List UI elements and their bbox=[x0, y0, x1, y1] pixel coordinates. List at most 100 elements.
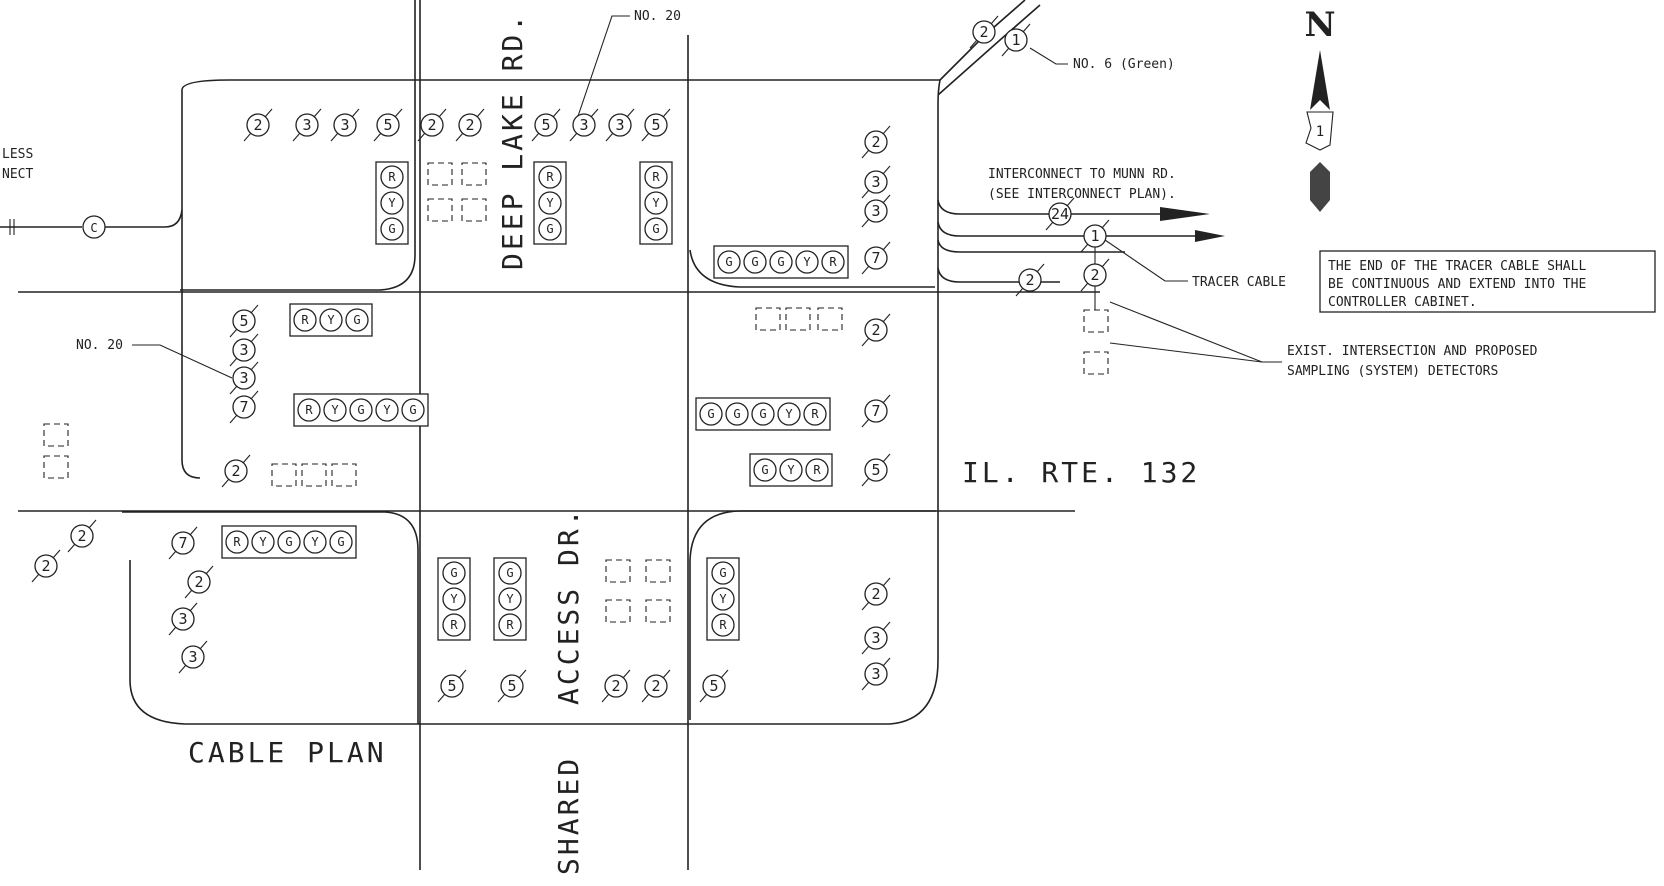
signal-head-s-5a: GYR bbox=[437, 557, 471, 641]
label-interconnect-2: (SEE INTERCONNECT PLAN). bbox=[988, 187, 1176, 202]
cable-count-ne_right-1: 3 bbox=[861, 165, 891, 199]
signal-head-s-5b: GYR bbox=[493, 557, 527, 641]
signal-letter: R bbox=[813, 463, 821, 477]
se-curb bbox=[689, 510, 936, 720]
cable-count-label: 7 bbox=[871, 402, 880, 420]
signal-lamp bbox=[538, 165, 562, 189]
detector-loop-9 bbox=[331, 463, 357, 487]
signal-letter: Y bbox=[785, 407, 793, 421]
cable-count-top_diag-0: 2 bbox=[969, 15, 999, 49]
signal-lamp bbox=[349, 398, 373, 422]
signal-lamp bbox=[380, 191, 404, 215]
signal-head-se-5: GYR bbox=[706, 557, 740, 641]
north-arrow bbox=[1305, 50, 1334, 212]
signal-letter: Y bbox=[546, 196, 554, 210]
cable-count-label: 1 bbox=[1011, 31, 1020, 49]
signal-letter: G bbox=[759, 407, 766, 421]
label-no6: NO. 6 (Green) bbox=[1073, 57, 1175, 72]
signal-lamp bbox=[375, 398, 399, 422]
cable-count-west_left-0: 5 bbox=[229, 304, 259, 338]
cable-count-sw_left-5: 3 bbox=[178, 640, 208, 674]
signal-letter: R bbox=[388, 170, 396, 184]
cable-count-top_diag-1: 1 bbox=[1001, 23, 1031, 57]
signal-letter: R bbox=[305, 403, 313, 417]
signal-letter: G bbox=[777, 255, 784, 269]
signal-lamp bbox=[442, 561, 466, 585]
signal-letter: G bbox=[285, 535, 292, 549]
cable-count-label: 3 bbox=[579, 116, 588, 134]
detector-loop-1 bbox=[427, 198, 453, 222]
signal-lamp bbox=[498, 613, 522, 637]
sw-curb bbox=[122, 511, 419, 724]
signal-lamp bbox=[769, 250, 793, 274]
detector-loop-17 bbox=[43, 455, 69, 479]
signal-letter: Y bbox=[388, 196, 396, 210]
note-line3: CONTROLLER CABINET. bbox=[1328, 295, 1477, 310]
cable-count-ne_top-2: 3 bbox=[605, 108, 635, 142]
signal-lamp bbox=[323, 398, 347, 422]
signal-letter: Y bbox=[331, 403, 339, 417]
cable-count-label: 7 bbox=[178, 534, 187, 552]
signal-letter: Y bbox=[803, 255, 811, 269]
note-line2: BE CONTINUOUS AND EXTEND INTO THE bbox=[1328, 277, 1586, 292]
street-deep-lake: DEEP LAKE RD. bbox=[496, 12, 529, 270]
cable-count-east_mid-1: 7 bbox=[861, 394, 891, 428]
signal-lamp bbox=[644, 217, 668, 241]
cable-count-west_left-4: 2 bbox=[221, 454, 251, 488]
signal-letter: Y bbox=[450, 592, 458, 606]
signal-letter: R bbox=[506, 618, 514, 632]
cable-count-label: 3 bbox=[302, 116, 311, 134]
cable-count-label: 3 bbox=[871, 629, 880, 647]
signal-lamp bbox=[711, 587, 735, 611]
signal-letter: Y bbox=[652, 196, 660, 210]
label-tracer: TRACER CABLE bbox=[1192, 275, 1286, 290]
cable-count-sw_left-4: 3 bbox=[168, 602, 198, 636]
cable-count-label: 2 bbox=[231, 462, 240, 480]
detectors bbox=[43, 162, 1109, 623]
cable-count-south_bottom-0: 5 bbox=[437, 669, 467, 703]
detector-loop-15 bbox=[1083, 351, 1109, 375]
cable-count-ne_top-1: 3 bbox=[569, 108, 599, 142]
note-line1: THE END OF THE TRACER CABLE SHALL bbox=[1328, 259, 1586, 274]
signal-letter: Y bbox=[383, 403, 391, 417]
leader-no20-left bbox=[132, 344, 233, 379]
signal-lamp bbox=[442, 613, 466, 637]
cable-count-label: 5 bbox=[239, 312, 248, 330]
cable-count-label: 3 bbox=[871, 173, 880, 191]
cable-count-label: 2 bbox=[1025, 271, 1034, 289]
detector-loop-5 bbox=[785, 307, 811, 331]
cable-count-ne_right-3: 7 bbox=[861, 241, 891, 275]
cable-count-label: 5 bbox=[871, 461, 880, 479]
signal-lamp bbox=[795, 250, 819, 274]
signal-letter: Y bbox=[311, 535, 319, 549]
cable-count-west_left-1: 3 bbox=[229, 333, 259, 367]
signal-lamp bbox=[805, 458, 829, 482]
signal-lamp bbox=[442, 587, 466, 611]
detector-loop-0 bbox=[427, 162, 453, 186]
tracer-note bbox=[1319, 250, 1656, 313]
signal-lamp bbox=[293, 308, 317, 332]
signal-lamp bbox=[711, 613, 735, 637]
signal-lamp bbox=[498, 561, 522, 585]
cable-count-nw_top-0: 2 bbox=[243, 108, 273, 142]
cable-count-label: 7 bbox=[239, 398, 248, 416]
cable-loop bbox=[129, 0, 1041, 725]
cable-count-label: 2 bbox=[1090, 266, 1099, 284]
cable-count-nw_top-3: 5 bbox=[373, 108, 403, 142]
signal-letter: G bbox=[388, 222, 395, 236]
signal-letter: G bbox=[707, 407, 714, 421]
detector-loop-2 bbox=[461, 162, 487, 186]
label-interconnect-1: INTERCONNECT TO MUNN RD. bbox=[988, 167, 1176, 182]
cable-count-ne_top-0: 5 bbox=[531, 108, 561, 142]
signal-head-nw-5: RYG bbox=[375, 161, 409, 245]
interconnect-arrows bbox=[937, 199, 1225, 310]
signal-letter: R bbox=[546, 170, 554, 184]
cable-count-label: 2 bbox=[41, 557, 50, 575]
detector-loop-10 bbox=[605, 559, 631, 583]
signal-lamp bbox=[277, 530, 301, 554]
route-number: 1 bbox=[1316, 124, 1324, 140]
signal-letter: G bbox=[761, 463, 768, 477]
cable-count-ne_tracer-1: 1 bbox=[1080, 219, 1110, 253]
signal-lamp bbox=[297, 398, 321, 422]
